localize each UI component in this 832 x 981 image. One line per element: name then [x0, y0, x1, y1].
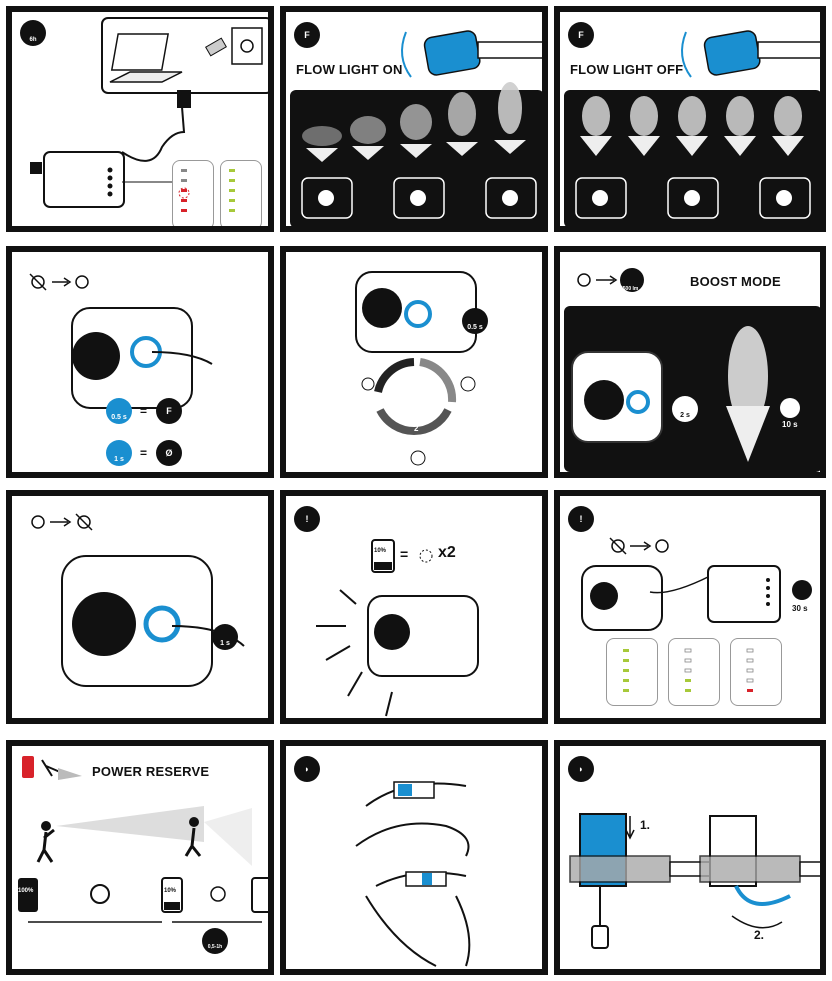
charge-time-badge: 6h — [20, 20, 46, 46]
hold-timer-label: 2 s — [680, 411, 690, 419]
panel-switch-on: 0.5 s = F 1 s = Ø — [6, 246, 274, 478]
panel-battery-check: ! 30 s — [554, 490, 826, 724]
beams-narrowing-illustration — [301, 82, 537, 219]
step-2-label: 2. — [754, 928, 765, 942]
equals-sign-2: = — [140, 446, 148, 460]
timer-label: 0.5 s — [467, 323, 483, 331]
equals-sign: = — [400, 546, 409, 562]
panel-low-battery: ! 10% = x2 — [280, 490, 548, 724]
switch-off-illustration — [31, 513, 245, 687]
timer-icon: 1 s — [212, 624, 238, 650]
panel-switch-off: 1 s — [6, 490, 274, 724]
timer-label: 30 s — [792, 604, 808, 613]
hold-timer-icon: 2 s — [672, 396, 698, 422]
boost-duration-label: 10 s — [782, 420, 798, 429]
flow-light-on-beams-area — [290, 82, 542, 226]
reserve-timer-label: 0,5-1h — [207, 944, 223, 950]
charged-gauge — [220, 160, 262, 226]
step-1-label: 1. — [640, 818, 651, 832]
step-1-label: 1 — [436, 400, 441, 409]
low-battery-illustration — [316, 539, 479, 717]
reserve-timer-icon: 0,5-1h — [202, 928, 228, 954]
boost-mode-area — [564, 306, 820, 472]
power-reserve-icons — [18, 756, 268, 923]
timer-one-second-icon: 1 s — [106, 440, 132, 466]
charge-time-label: 6h — [29, 37, 37, 43]
headband-icon: ◗ — [294, 756, 320, 782]
panel-flow-light-off: F FLOW LIGHT OFF — [554, 6, 826, 232]
battery-gauge-low — [730, 638, 782, 706]
panel-power-reserve: POWER RESERVE 100% 10% 0,5-1h — [6, 740, 274, 975]
battery-low-label: 10% — [164, 888, 177, 894]
timer-icon: 0.5 s — [462, 308, 488, 334]
timer-one-second-label: 1 s — [114, 455, 124, 463]
charging-gauge — [172, 160, 214, 226]
flow-light-off-logo-icon: F — [568, 22, 594, 48]
laptop-and-charger-illustration — [30, 17, 268, 208]
lamp-to-boost-icons — [577, 268, 644, 292]
mode-cycle-illustration — [355, 271, 477, 466]
step-3-label: 3 — [390, 400, 395, 409]
boost-mode-title: BOOST MODE — [690, 274, 781, 289]
flow-light-on-icon: F — [156, 398, 182, 424]
battery-gauge-medium — [668, 638, 720, 706]
flash-multiplier-label: x2 — [438, 544, 456, 561]
panel-flow-light-on: F FLOW LIGHT ON — [280, 6, 548, 232]
battery-mount-illustration — [569, 813, 820, 949]
panel-battery-mount: ◗ 1. 2. — [554, 740, 826, 975]
beams-constant-illustration — [575, 96, 811, 219]
panel-boost-mode: 2500 lm BOOST MODE 2 s 10 s — [554, 246, 826, 478]
flow-light-disabled-icon: Ø — [156, 440, 182, 466]
battery-warning-icon: ! — [294, 506, 320, 532]
timer-label: 1 s — [220, 639, 230, 647]
battery-full-label: 100% — [18, 888, 34, 894]
battery-warning-icon: ! — [568, 506, 594, 532]
headband-adjust-illustration — [355, 781, 471, 967]
step-2-label: 2 — [414, 424, 419, 433]
boost-duration-icon — [780, 398, 800, 418]
battery-gauge-full — [606, 638, 658, 706]
boost-lumens-label: 2500 lm — [620, 286, 639, 292]
battery-check-illustration — [581, 537, 781, 631]
panel-mode-cycle: 0.5 s 1 2 3 — [280, 246, 548, 478]
timer-icon — [792, 580, 812, 600]
timer-half-second-label: 0.5 s — [111, 413, 127, 421]
flow-light-logo-icon: F — [294, 22, 320, 48]
headlamp-tilt-illustration — [681, 30, 820, 78]
headlamp-tilt-illustration — [401, 30, 542, 78]
switch-on-illustration — [29, 273, 213, 409]
panel-headband-adjust: ◗ — [280, 740, 548, 975]
boost-beam-illustration — [571, 326, 770, 462]
timer-half-second-icon: 0.5 s — [106, 398, 132, 424]
panel-charging: 6h — [6, 6, 274, 232]
power-reserve-title: POWER RESERVE — [92, 764, 210, 779]
headband-icon: ◗ — [568, 756, 594, 782]
flow-light-off-title: FLOW LIGHT OFF — [570, 62, 684, 77]
equals-sign: = — [140, 404, 148, 418]
flow-light-on-title: FLOW LIGHT ON — [296, 62, 403, 77]
flow-light-off-beams-area — [564, 90, 820, 226]
battery-percent-label: 10% — [374, 548, 387, 554]
